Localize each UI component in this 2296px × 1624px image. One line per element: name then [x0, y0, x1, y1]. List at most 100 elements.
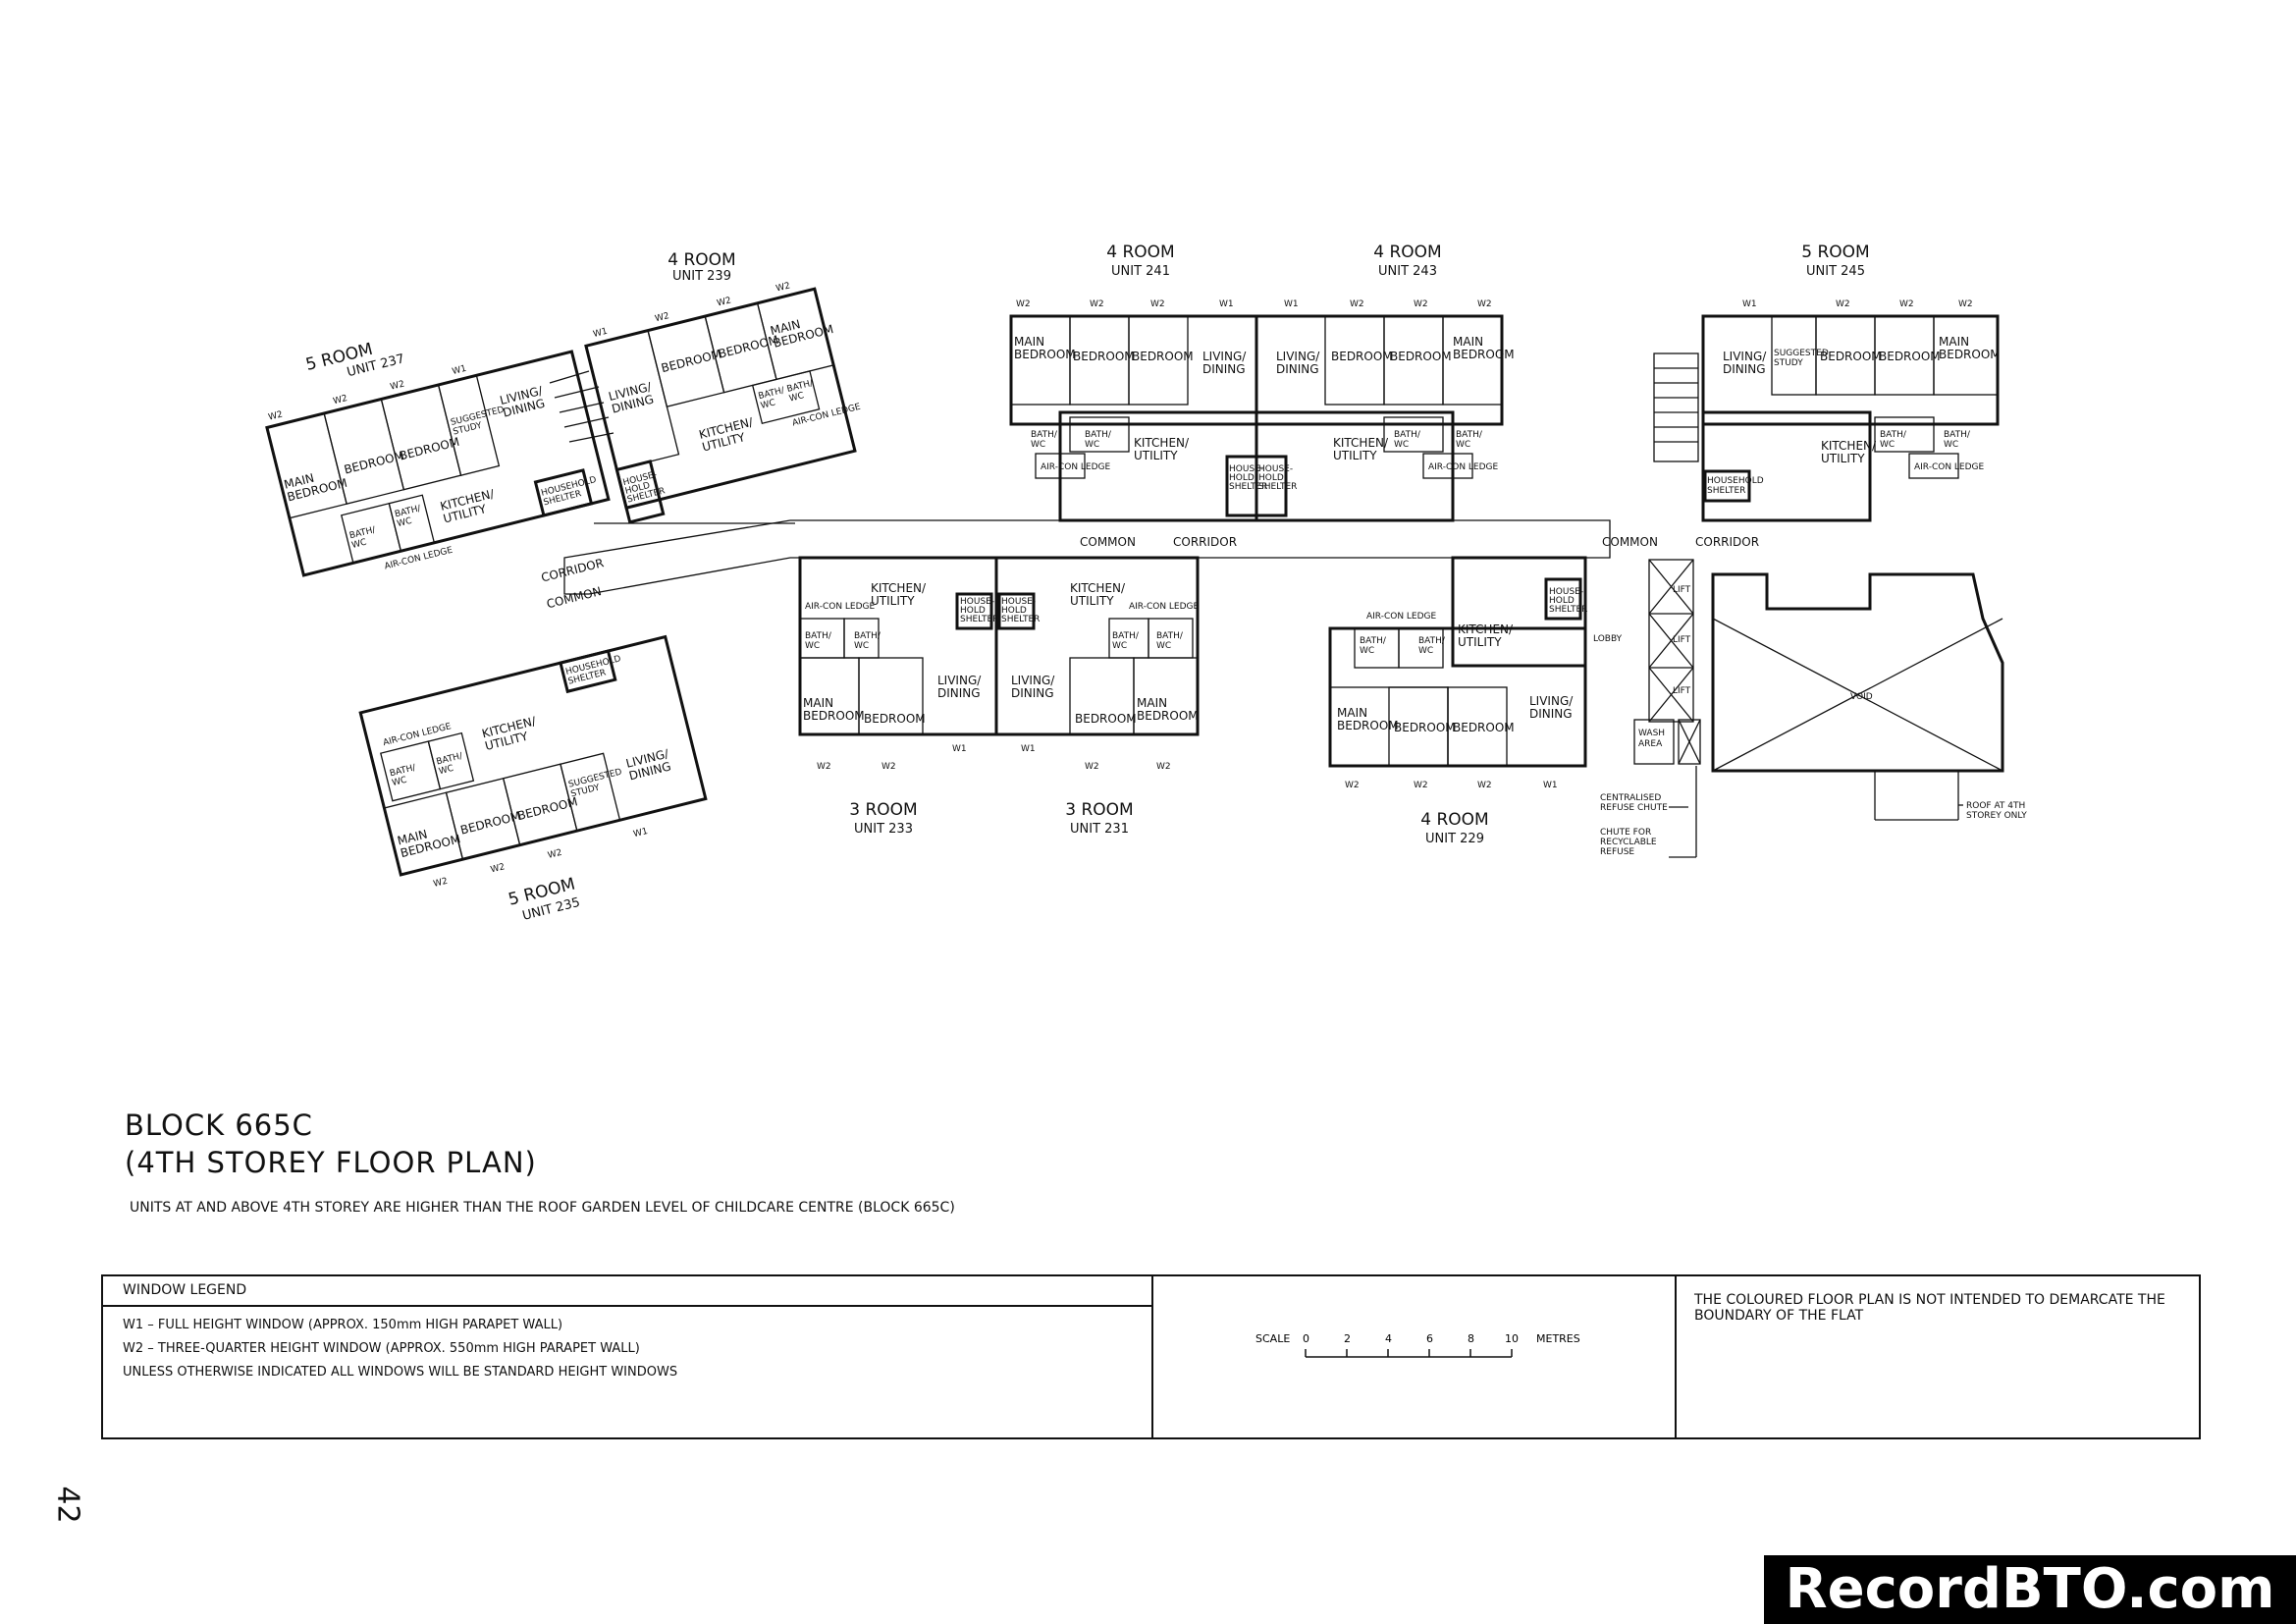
unit-241-window-4: W1	[1219, 299, 1234, 309]
lift-3-label: LIFT	[1673, 686, 1691, 696]
unit-245-type: 5 ROOM	[1801, 243, 1869, 262]
unit-243-living: LIVING/DINING	[1276, 350, 1320, 376]
unit-233-window-1: W2	[817, 762, 831, 772]
scale-tick-2: 2	[1344, 1332, 1351, 1345]
unit-237-living: LIVING/DINING	[499, 384, 548, 420]
lift-1-label: LIFT	[1673, 585, 1691, 595]
floor-name: (4TH STOREY FLOOR PLAN)	[125, 1146, 537, 1179]
unit-241-bath-1: BATH/WC	[1031, 430, 1058, 450]
unit-237-window-3: W2	[390, 379, 406, 392]
unit-233-kitchen: KITCHEN/UTILITY	[871, 581, 927, 608]
unit-243-kitchen: KITCHEN/UTILITY	[1333, 436, 1389, 462]
unit-241-bedroom-1: BEDROOM	[1073, 350, 1135, 363]
unit-235-living: LIVING/DINING	[624, 746, 673, 783]
unit-229-aircon: AIR-CON LEDGE	[1366, 612, 1437, 622]
unit-231-living: LIVING/DINING	[1011, 674, 1055, 700]
corridor-label-2: CORRIDOR	[1695, 535, 1759, 549]
unit-235-main-bedroom: MAINBEDROOM	[396, 820, 461, 860]
window-legend: WINDOW LEGEND W1 – FULL HEIGHT WINDOW (A…	[103, 1276, 1153, 1437]
corridor-label-west: CORRIDOR	[540, 556, 606, 584]
legend-table: WINDOW LEGEND W1 – FULL HEIGHT WINDOW (A…	[101, 1274, 2201, 1439]
unit-241-number: UNIT 241	[1111, 264, 1170, 279]
unit-245-bath-1: BATH/WC	[1880, 430, 1907, 450]
block-name: BLOCK 665C	[125, 1109, 313, 1142]
scale-bar-panel: SCALE 0 2 4 6 8 10 METRES	[1153, 1276, 1677, 1437]
unit-243-window-1: W1	[1284, 299, 1299, 309]
unit-245-window-4: W2	[1958, 299, 1973, 309]
lobby-label: LOBBY	[1593, 634, 1623, 644]
unit-241-kitchen: KITCHEN/UTILITY	[1134, 436, 1190, 462]
unit-229-window-1: W2	[1345, 781, 1360, 790]
unit-229-bedroom-1: BEDROOM	[1394, 721, 1456, 734]
unit-233-bath-2: BATH/WC	[854, 631, 881, 651]
unit-239-bath-1: BATH/WC	[758, 386, 789, 411]
unit-231-aircon: AIR-CON LEDGE	[1129, 602, 1200, 612]
unit-245-bedroom-2: BEDROOM	[1879, 350, 1941, 363]
window-legend-header: WINDOW LEGEND	[103, 1276, 1151, 1307]
unit-243-bath-1: BATH/WC	[1394, 430, 1421, 450]
unit-241-type: 4 ROOM	[1106, 243, 1174, 262]
unit-231-number: UNIT 231	[1070, 822, 1129, 837]
unit-235-study: SUGGESTEDSTUDY	[567, 767, 625, 799]
unit-233-number: UNIT 233	[854, 822, 913, 837]
unit-229-bath-2: BATH/WC	[1418, 636, 1446, 656]
unit-237-bath-1: BATH/WC	[348, 525, 380, 551]
unit-239-aircon: AIR-CON LEDGE	[791, 403, 862, 429]
unit-235-bedroom-2: BEDROOM	[516, 794, 579, 823]
height-note: UNITS AT AND ABOVE 4TH STOREY ARE HIGHER…	[130, 1200, 955, 1216]
unit-241-bath-2: BATH/WC	[1085, 430, 1112, 450]
unit-241-aircon: AIR-CON LEDGE	[1041, 462, 1111, 472]
unit-231-type: 3 ROOM	[1065, 800, 1133, 820]
unit-237-window-2: W2	[332, 394, 348, 406]
common-label-1: COMMON	[1080, 535, 1136, 549]
unit-241-bedroom-2: BEDROOM	[1132, 350, 1194, 363]
unit-237-main-bedroom: MAINBEDROOM	[283, 463, 348, 504]
unit-231-bedroom: BEDROOM	[1075, 712, 1137, 726]
unit-229-window-4: W1	[1543, 781, 1558, 790]
unit-233-aircon: AIR-CON LEDGE	[805, 602, 876, 612]
unit-229-type: 4 ROOM	[1420, 810, 1488, 830]
legend-standard: UNLESS OTHERWISE INDICATED ALL WINDOWS W…	[123, 1365, 678, 1380]
scale-tick-10: 10	[1505, 1332, 1519, 1345]
unit-229-window-2: W2	[1414, 781, 1428, 790]
unit-239-plan: LIVING/DINING BEDROOM BEDROOM MAINBEDROO…	[584, 281, 862, 524]
unit-245-window-1: W1	[1742, 299, 1757, 309]
lift-2-label: LIFT	[1673, 635, 1691, 645]
common-label-2: COMMON	[1602, 535, 1658, 549]
legend-w2: W2 – THREE-QUARTER HEIGHT WINDOW (APPROX…	[123, 1341, 640, 1356]
unit-241-window-1: W2	[1016, 299, 1031, 309]
unit-237-aircon: AIR-CON LEDGE	[384, 546, 454, 572]
unit-235-bedroom-1: BEDROOM	[459, 809, 522, 838]
unit-239-type: 4 ROOM	[667, 250, 735, 270]
unit-229-bedroom-2: BEDROOM	[1453, 721, 1515, 734]
unit-239-kitchen: KITCHEN/UTILITY	[698, 414, 759, 454]
unit-235-window-3: W2	[547, 848, 563, 861]
unit-241-window-3: W2	[1150, 299, 1165, 309]
plan-title: BLOCK 665C (4TH STOREY FLOOR PLAN)	[125, 1107, 537, 1181]
unit-237-bedroom-2: BEDROOM	[398, 435, 460, 463]
unit-239-window-1: W1	[592, 327, 609, 340]
unit-237-bedroom-1: BEDROOM	[343, 449, 405, 477]
unit-239-number: UNIT 239	[672, 269, 731, 284]
unit-233-type: 3 ROOM	[849, 800, 917, 820]
unit-229-number: UNIT 229	[1425, 832, 1484, 846]
unit-235-window-2: W2	[490, 862, 507, 875]
unit-231-bath-1: BATH/WC	[1112, 631, 1140, 651]
unit-237-plan: MAINBEDROOM BEDROOM BEDROOM SUGGESTEDSTU…	[265, 350, 611, 577]
unit-245-window-2: W2	[1836, 299, 1850, 309]
unit-245-window-3: W2	[1899, 299, 1914, 309]
